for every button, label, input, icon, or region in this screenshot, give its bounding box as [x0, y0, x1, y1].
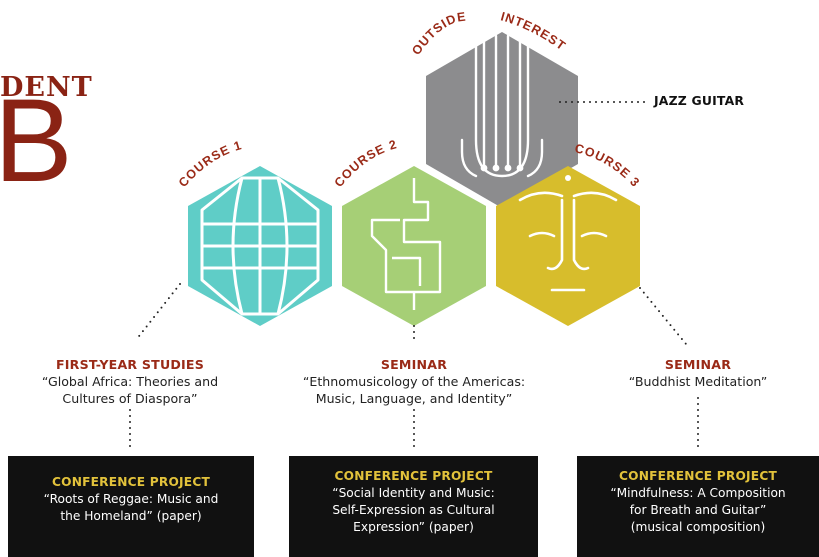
- course-3-connector: [639, 287, 687, 345]
- project-2-line1: “Social Identity and Music:: [332, 486, 495, 500]
- meandering-line-icon: [370, 178, 442, 310]
- course-2-hex: [342, 166, 486, 326]
- globe-grid-icon: [200, 176, 320, 316]
- project-1-type: (paper): [152, 509, 202, 523]
- course-2-title-line1: “Ethnomusicology of the Americas:: [302, 374, 526, 389]
- project-2-type: (paper): [424, 520, 474, 534]
- project-2-line3-wrap: Expression” (paper): [289, 519, 538, 536]
- project-1-line1: “Roots of Reggae: Music and: [43, 492, 219, 506]
- course-1-connector: [135, 283, 181, 341]
- outside-interest-hex: [426, 32, 578, 208]
- course-3-title-line1: “Buddhist Meditation”: [628, 374, 768, 389]
- project-1-line2: the Homeland”: [60, 509, 153, 523]
- project-2-line2: Self-Expression as Cultural: [332, 503, 495, 517]
- guitar-icon: [460, 34, 544, 178]
- project-3-line1: “Mindfulness: A Composition: [610, 486, 786, 500]
- outside-label: OUTSIDE: [409, 9, 467, 57]
- course-3-hex: [496, 166, 640, 326]
- outside-interest-name: JAZZ GUITAR: [654, 93, 745, 108]
- project-3-box: CONFERENCE PROJECT “Mindfulness: A Compo…: [577, 456, 819, 557]
- course-1-hex: [188, 166, 332, 326]
- course-2-title-line2: Music, Language, and Identity”: [315, 391, 513, 406]
- course-1-title-line1: “Global Africa: Theories and: [41, 374, 219, 389]
- project-1-box: CONFERENCE PROJECT “Roots of Reggae: Mus…: [8, 456, 254, 557]
- course-3-category: SEMINAR: [664, 357, 732, 372]
- project-1-heading: CONFERENCE PROJECT: [52, 475, 210, 489]
- project-3-line2: for Breath and Guitar”: [629, 503, 767, 517]
- project-2-box: CONFERENCE PROJECT “Social Identity and …: [289, 456, 538, 557]
- student-letter: B: [0, 75, 73, 207]
- project-3-heading: CONFERENCE PROJECT: [619, 469, 777, 483]
- project-2-heading: CONFERENCE PROJECT: [334, 469, 493, 483]
- buddha-face-icon: [518, 175, 618, 292]
- outside-label-text: OUTSIDE: [409, 9, 466, 57]
- course-1-category: FIRST-YEAR STUDIES: [55, 357, 205, 372]
- student-heading: DENT: [0, 72, 93, 103]
- course-3-description: SEMINAR “Buddhist Meditation”: [598, 356, 798, 390]
- course-2-category: SEMINAR: [380, 357, 448, 372]
- project-3-type: (musical composition): [630, 520, 766, 534]
- course-2-description: SEMINAR “Ethnomusicology of the Americas…: [282, 356, 546, 407]
- project-2-line3: Expression”: [353, 520, 425, 534]
- project-1-line2-wrap: the Homeland” (paper): [8, 508, 254, 525]
- course-1-title-line2: Cultures of Diaspora”: [62, 391, 198, 406]
- course-1-description: FIRST-YEAR STUDIES “Global Africa: Theor…: [20, 356, 240, 407]
